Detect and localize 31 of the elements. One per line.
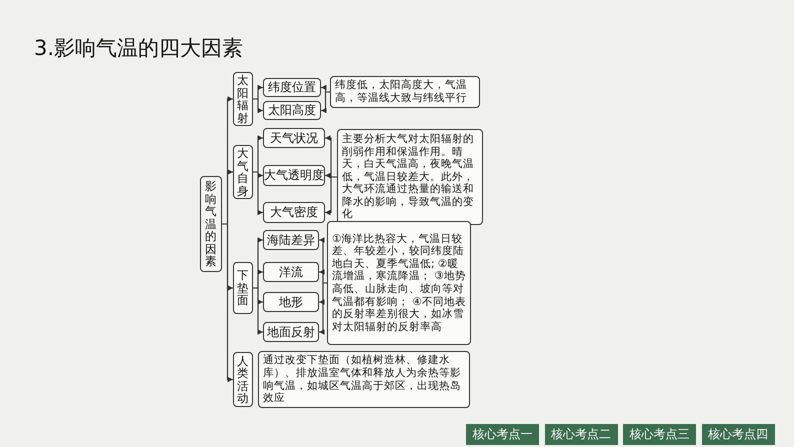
nav-button: 核心考点三 <box>623 424 696 445</box>
factor-box: 大气密度 <box>263 202 325 223</box>
arrow <box>325 176 337 216</box>
factor-box: 地形 <box>263 292 319 312</box>
explanation-box: 主要分析大气对太阳辐射的削弱作用和保温作用。晴天，白天气温高，夜晚气温低，气温日较差大。此外，大气环流通过热量的输送和降水的影响，导致气温的变化 <box>337 129 483 225</box>
factor-box: 太阳高度 <box>263 101 321 120</box>
factor-box: 海陆差异 <box>263 230 319 250</box>
category-box: 太阳辐射 <box>233 72 253 126</box>
category-box: 下垫面 <box>233 262 253 314</box>
arrow <box>319 269 327 284</box>
factor-box: 纬度位置 <box>263 78 321 97</box>
category-box: 影响气温的因素 <box>200 176 222 272</box>
arrow <box>319 282 327 335</box>
category-box: 人类活动 <box>233 352 253 407</box>
factor-box: 洋流 <box>263 262 319 282</box>
factor-box: 地面反射 <box>263 322 319 342</box>
arrow <box>253 98 263 114</box>
nav-button: 核心考点四 <box>702 424 774 445</box>
title: 3.影响气温的四大因素 <box>34 35 244 62</box>
arrow <box>253 287 263 335</box>
category-box: 大气自身 <box>233 145 253 199</box>
explanation-box: 通过改变下垫面（如植树造林、修建水库）、排放温室气体和释放人为余热等影响气温，如城区气温高于郊区，出现热岛效应 <box>258 351 470 408</box>
arrow <box>321 91 330 114</box>
factor-box: 大气透明度 <box>263 165 325 186</box>
arrow <box>253 171 263 216</box>
nav-button: 核心考点二 <box>544 424 618 445</box>
explanation-box: ①海洋比热容大，气温日较差、年较差小，较同纬度陆地白天、夏季气温低; ②暖流增温，寒流降温； ③地势高低、山脉走向、坡向等对气温都有影响； ④不同地表的反射率差别很大，如冰雪对太阳辐射的反射率高 <box>327 221 471 345</box>
explanation-box: 纬度低，太阳高度大，气温高，等温线大致与纬线平行 <box>330 76 480 108</box>
factor-box: 天气状况 <box>263 128 325 148</box>
nav-button: 核心考点一 <box>466 424 539 445</box>
arrow <box>222 223 233 382</box>
